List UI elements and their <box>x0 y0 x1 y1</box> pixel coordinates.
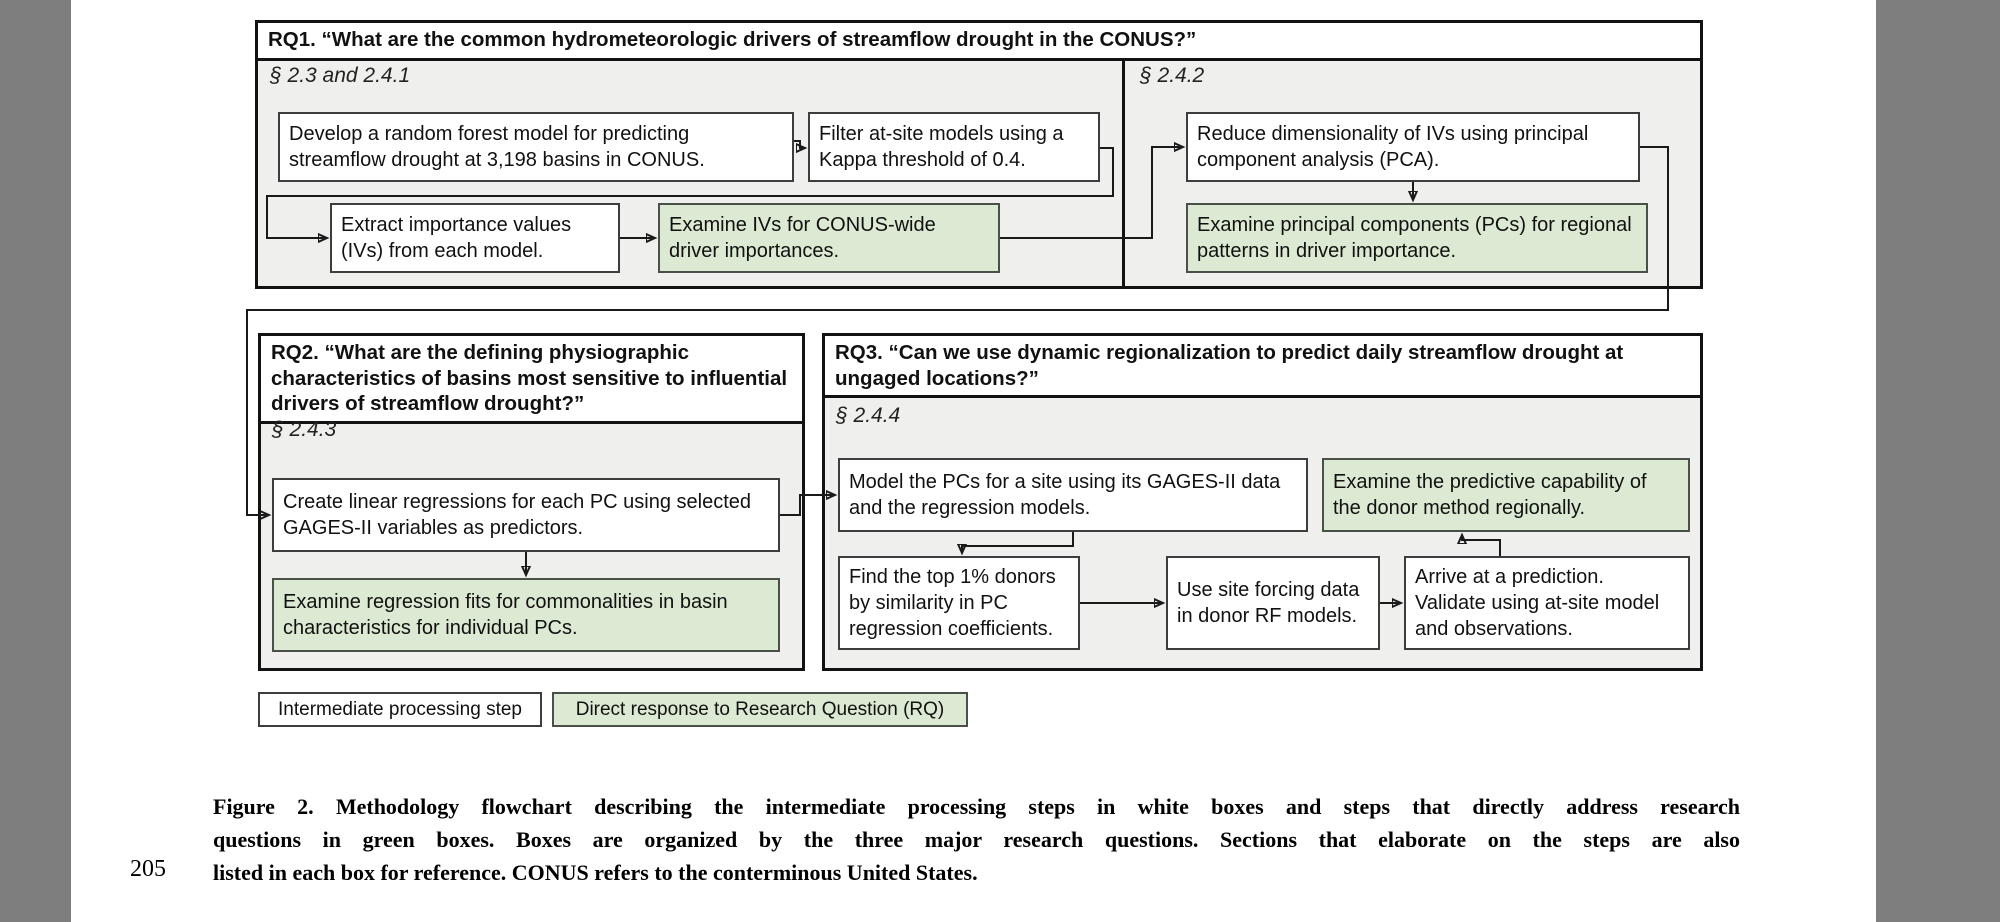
viewer-background-right <box>1876 0 2000 922</box>
flow-box-examine-regression-fits: Examine regression fits for commonalitie… <box>272 578 780 652</box>
caption-line-1: Figure 2. Methodology flowchart describi… <box>213 794 1740 819</box>
flow-box-model-pcs: Model the PCs for a site using its GAGES… <box>838 458 1308 532</box>
flow-box-develop-rf-model: Develop a random forest model for predic… <box>278 112 794 182</box>
manuscript-line-number: 205 <box>130 856 166 882</box>
rq1-section-left-label: § 2.3 and 2.4.1 <box>270 64 411 87</box>
rq3-title: RQ3. “Can we use dynamic regionalization… <box>825 336 1700 398</box>
caption-line-3: listed in each box for reference. CONUS … <box>213 860 978 885</box>
flow-box-extract-ivs: Extract importance values (IVs) from eac… <box>330 203 620 273</box>
rq3-section-label: § 2.4.4 <box>836 404 901 427</box>
rq2-title: RQ2. “What are the defining physiographi… <box>261 336 802 424</box>
flow-box-reduce-dimensionality: Reduce dimensionality of IVs using princ… <box>1186 112 1640 182</box>
flow-box-examine-pcs: Examine principal components (PCs) for r… <box>1186 203 1648 273</box>
rq1-title: RQ1. “What are the common hydrometeorolo… <box>258 23 1700 61</box>
flow-box-examine-predictive-capability: Examine the predictive capability of the… <box>1322 458 1690 532</box>
rq1-section-divider <box>1122 58 1125 286</box>
flow-box-arrive-prediction: Arrive at a prediction. Validate using a… <box>1404 556 1690 650</box>
flow-box-find-donors: Find the top 1% donors by similarity in … <box>838 556 1080 650</box>
rq1-section-right-label: § 2.4.2 <box>1140 64 1205 87</box>
legend-intermediate-step: Intermediate processing step <box>258 692 542 727</box>
flow-box-filter-models: Filter at-site models using a Kappa thre… <box>808 112 1100 182</box>
viewer-background-left <box>0 0 71 922</box>
figure-caption: Figure 2. Methodology flowchart describi… <box>213 790 1740 889</box>
legend-direct-response: Direct response to Research Question (RQ… <box>552 692 968 727</box>
rq2-section-label: § 2.4.3 <box>272 418 337 441</box>
flow-box-examine-ivs: Examine IVs for CONUS-wide driver import… <box>658 203 1000 273</box>
flow-box-use-site-forcing: Use site forcing data in donor RF models… <box>1166 556 1380 650</box>
caption-line-2: questions in green boxes. Boxes are orga… <box>213 827 1740 852</box>
flow-box-create-regressions: Create linear regressions for each PC us… <box>272 478 780 552</box>
